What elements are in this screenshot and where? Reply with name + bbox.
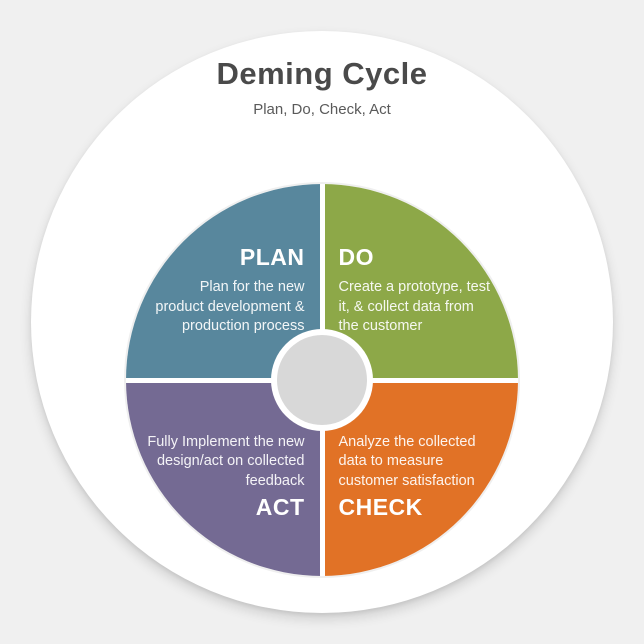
quadrant-plan: PLAN Plan for the new product developmen… [126, 184, 320, 378]
page-title: Deming Cycle [216, 56, 428, 91]
quadrant-check-label: CHECK [338, 494, 423, 520]
quadrant-act-label: ACT [255, 494, 305, 520]
quadrant-do: DO Create a prototype, test it, & collec… [324, 184, 518, 378]
sticker-circle: Deming Cycle Plan, Do, Check, Act PLAN P… [31, 31, 613, 613]
quadrant-plan-label: PLAN [239, 244, 305, 270]
header: Deming Cycle Plan, Do, Check, Act [31, 56, 613, 119]
quadrant-do-description: Create a prototype, test it, & collect d… [338, 279, 491, 334]
deming-cycle-wheel: PLAN Plan for the new product developmen… [126, 184, 518, 576]
page-subtitle: Plan, Do, Check, Act [253, 101, 391, 118]
center-hub [277, 335, 367, 425]
quadrant-do-label: DO [338, 244, 374, 270]
quadrant-check-description: Analyze the collected data to measure cu… [338, 433, 476, 489]
quadrant-act-description: Fully Implement the new design/act on co… [147, 433, 305, 489]
quadrant-plan-description: Plan for the new product development & p… [155, 279, 305, 334]
